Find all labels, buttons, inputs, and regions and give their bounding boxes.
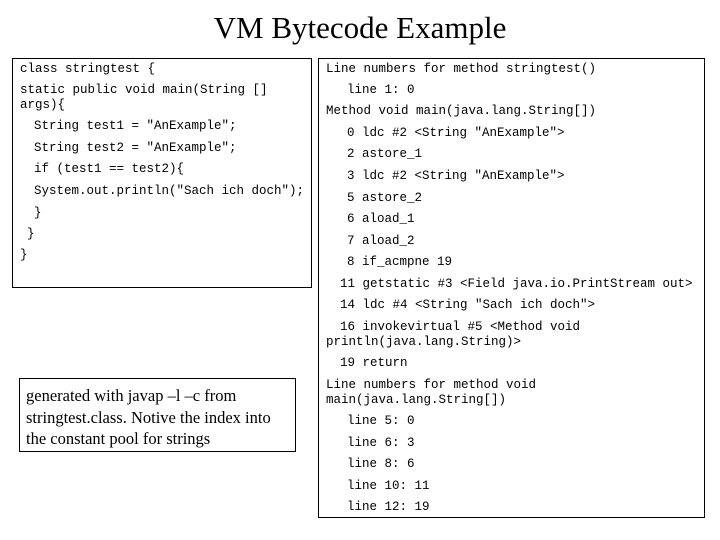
note-text: generated with javap –l –c from stringte…	[26, 386, 271, 448]
code-line: }	[27, 227, 35, 241]
source-code-box: class stringtest { static public void ma…	[12, 58, 312, 288]
bytecode-line: 3 ldc #2 <String "AnExample">	[347, 169, 565, 183]
bytecode-line: line 8: 6	[347, 457, 415, 471]
code-line: class stringtest {	[20, 62, 156, 76]
code-line: static public void main(String [] args){	[20, 83, 268, 112]
code-line: }	[20, 248, 28, 262]
note-box: generated with javap –l –c from stringte…	[19, 378, 296, 452]
bytecode-line: line 5: 0	[347, 414, 415, 428]
bytecode-line: line 10: 11	[347, 479, 430, 493]
bytecode-line: Line numbers for method stringtest()	[326, 62, 597, 76]
bytecode-line: 16 invokevirtual #5 <Method void println…	[326, 320, 581, 349]
bytecode-line: line 12: 19	[347, 500, 430, 514]
bytecode-line: 6 aload_1	[347, 212, 415, 226]
code-line: System.out.println("Sach ich doch");	[34, 184, 305, 198]
bytecode-line: 11 getstatic #3 <Field java.io.PrintStre…	[340, 277, 693, 291]
bytecode-line: Method void main(java.lang.String[])	[326, 104, 597, 118]
bytecode-line: 2 astore_1	[347, 147, 423, 161]
bytecode-line: line 6: 3	[347, 436, 415, 450]
bytecode-line: 8 if_acmpne 19	[347, 255, 453, 269]
bytecode-box: Line numbers for method stringtest() lin…	[318, 58, 705, 518]
code-line: String test2 = "AnExample";	[34, 141, 237, 155]
bytecode-line: 14 ldc #4 <String "Sach ich doch">	[340, 298, 596, 312]
slide-title: VM Bytecode Example	[213, 10, 507, 45]
bytecode-line: 0 ldc #2 <String "AnExample">	[347, 126, 565, 140]
bytecode-line: Line numbers for method void main(java.l…	[326, 378, 537, 407]
bytecode-line: 19 return	[340, 356, 408, 370]
bytecode-line: 5 astore_2	[347, 191, 423, 205]
bytecode-line: line 1: 0	[347, 83, 415, 97]
bytecode-line: 7 aload_2	[347, 234, 415, 248]
code-line: if (test1 == test2){	[34, 162, 185, 176]
code-line: String test1 = "AnExample";	[34, 119, 237, 133]
code-line: }	[34, 206, 42, 220]
